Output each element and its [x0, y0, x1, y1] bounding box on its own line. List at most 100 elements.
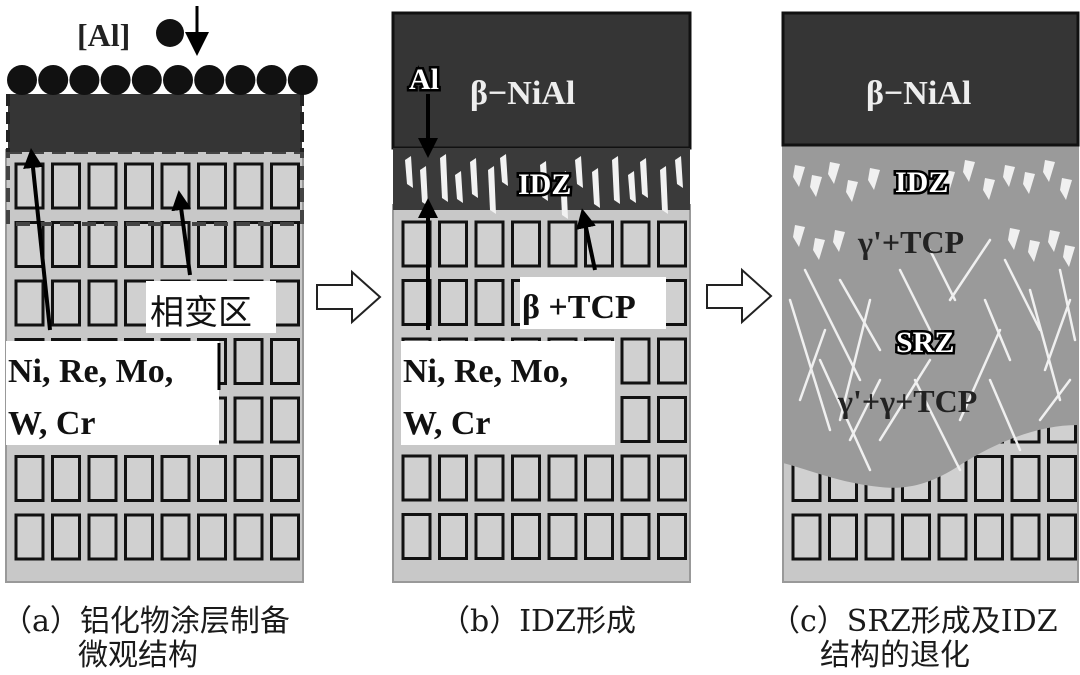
gamma-prime-cell	[620, 337, 651, 385]
gamma-prime-cell	[87, 162, 118, 210]
gamma-prime-cell	[547, 220, 578, 268]
gamma-prime-cell	[233, 513, 264, 561]
al-atom	[7, 65, 37, 95]
gamma-prime-cell	[51, 279, 81, 327]
gamma-prime-cell	[474, 279, 505, 326]
gamma-prime-cell	[474, 454, 505, 502]
gamma-prime-cell	[657, 337, 687, 385]
tcp-precipitate	[675, 156, 683, 188]
panel-a: [Al] 相变区 Ni, Re, Mo, W, Cr	[5, 6, 318, 583]
tcp-precipitate	[1028, 240, 1040, 262]
tcp-precipitate	[1008, 228, 1020, 250]
al-atom	[100, 65, 131, 95]
gamma-prime-cell	[160, 162, 191, 210]
gamma-prime-cell	[511, 513, 541, 560]
elements-label-line2: W, Cr	[403, 405, 491, 442]
tcp-needle	[898, 268, 932, 332]
tcp-precipitate	[793, 225, 805, 247]
caption-a-line2: 微观结构	[78, 638, 198, 673]
phase-change-zone-outline	[6, 150, 304, 226]
tcp-precipitate	[628, 171, 636, 203]
tcp-needle	[928, 248, 957, 302]
gamma-prime-cell	[14, 455, 45, 502]
gamma-prime-cell	[401, 513, 432, 560]
tcp-precipitate	[575, 156, 583, 188]
tcp-precipitate	[560, 171, 568, 219]
al-atom	[69, 65, 100, 95]
tcp-precipitate	[612, 156, 620, 204]
tcp-precipitate	[846, 180, 858, 202]
idz-label: IDZ	[518, 168, 571, 201]
precip-label-box	[520, 277, 666, 329]
idz-precipitates	[405, 154, 683, 219]
gamma-prime-cell	[197, 513, 227, 561]
gamma-prime-cell	[438, 220, 468, 268]
tcp-needle	[983, 298, 1012, 362]
gamma-prime-cell	[51, 221, 81, 268]
tcp-precipitate	[405, 156, 413, 188]
precip-arrow-icon	[576, 208, 597, 271]
gamma-prime-cell	[233, 396, 264, 444]
al-atom-row	[7, 65, 318, 95]
aluminide-coating-layer	[8, 94, 302, 152]
tcp-precipitate	[660, 166, 668, 214]
tcp-needle	[1003, 258, 1042, 332]
phase-change-arrow-icon	[171, 190, 192, 276]
gamma-prime-cell	[474, 220, 505, 268]
gamma-prime-cell	[1010, 455, 1041, 502]
al-atom	[163, 65, 193, 95]
al-atom-icon	[156, 19, 184, 47]
gamma-prime-cell	[1047, 513, 1077, 561]
phase-change-label: 相变区	[150, 293, 252, 333]
gamma-prime-cell	[657, 513, 687, 560]
gamma-prime-cell	[233, 221, 264, 268]
al-atom	[256, 65, 287, 95]
gamma-prime-cell	[974, 455, 1004, 502]
gamma-prime-cell	[233, 455, 264, 502]
srz-needles	[788, 160, 1077, 472]
tcp-precipitate	[1043, 160, 1055, 182]
tcp-precipitate	[983, 178, 995, 200]
srz-region	[783, 145, 1078, 488]
caption-b-line1: （b）IDZ形成	[440, 604, 636, 639]
gamma-prime-cell	[14, 279, 45, 327]
gamma-prime-cell	[474, 513, 505, 560]
gamma-prime-cell	[270, 221, 300, 268]
gamma-prime-cell	[657, 396, 687, 443]
tcp-precipitate	[540, 161, 548, 201]
tcp-needle	[838, 298, 872, 422]
tcp-precipitate	[813, 238, 825, 260]
gamma-prime-cell	[901, 513, 931, 561]
gamma-prime-cell	[511, 454, 541, 502]
gamma-prime-cell	[160, 455, 191, 502]
gamma-prime-cell	[401, 454, 432, 502]
tcp-precipitate	[1023, 172, 1035, 194]
tcp-needle	[848, 378, 882, 442]
beta-nial-coating-layer	[391, 11, 692, 150]
caption-a-line1: （a）铝化物涂层制备	[2, 604, 290, 639]
elements-label-line1: Ni, Re, Mo,	[8, 353, 173, 390]
al-label: [Al]	[77, 17, 130, 53]
gamma-prime-cell	[937, 513, 968, 561]
srz-label: SRZ	[896, 326, 954, 359]
tcp-needle	[948, 238, 992, 302]
gamma-prime-cell	[438, 513, 468, 560]
elements-label-box	[6, 341, 219, 445]
tcp-needle	[788, 298, 832, 432]
gamma-prime-cell	[974, 513, 1004, 561]
gamma-prime-cell	[197, 455, 227, 502]
al-atom	[287, 65, 318, 95]
gamma-prime-cell	[438, 279, 468, 326]
gamma-prime-cell	[864, 513, 895, 561]
gamma-prime-cell	[438, 454, 468, 502]
tcp-precipitate	[963, 160, 975, 182]
gamma-prime-cell	[233, 162, 264, 210]
gamma-prime-cell	[584, 454, 614, 502]
gamma-prime-cell	[620, 220, 651, 268]
gamma-prime-cell	[14, 513, 45, 561]
gamma-prime-cell	[87, 513, 118, 561]
tcp-precipitate	[833, 230, 845, 252]
tcp-needle	[818, 358, 872, 472]
gamma-prime-cell	[620, 396, 651, 443]
tcp-precipitate	[1003, 165, 1015, 187]
